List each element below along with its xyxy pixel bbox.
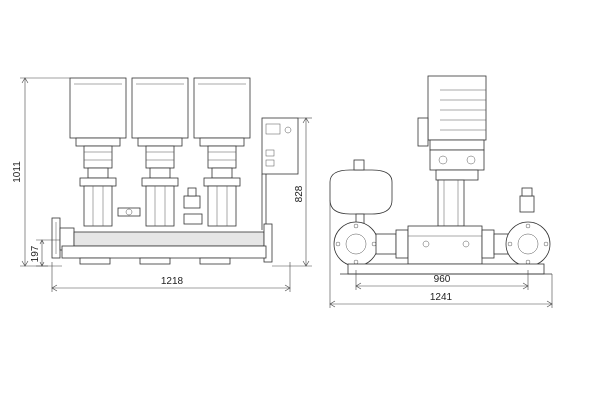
outlet-flange (263, 223, 273, 263)
valve-cluster (117, 187, 203, 225)
inlet-flange (51, 217, 75, 259)
dim-height-828: 828 (272, 117, 312, 267)
diaphragm-tank (329, 159, 393, 225)
dim-label-1218: 1218 (161, 276, 184, 287)
manifold-pipe (73, 231, 265, 247)
base-feet (79, 257, 231, 265)
control-panel (261, 117, 299, 230)
base-frame (61, 245, 267, 259)
side-base-frame (347, 263, 545, 275)
side-pump-column (437, 179, 465, 227)
dim-label-828: 828 (294, 185, 305, 202)
dim-label-1011: 1011 (12, 161, 23, 183)
side-motor (417, 75, 487, 181)
pump-unit-3 (193, 77, 251, 227)
dim-label-1241: 1241 (430, 292, 453, 303)
pump-unit-2 (131, 77, 189, 227)
side-flange-right (505, 187, 551, 267)
dim-label-960: 960 (434, 274, 451, 285)
dim-label-197: 197 (30, 245, 41, 262)
dim-width-960: 960 (355, 270, 529, 290)
dim-width-1241: 1241 (329, 200, 553, 308)
pump-unit-1 (69, 77, 127, 227)
dim-height-197: 197 (30, 239, 60, 267)
side-central-housing (407, 225, 509, 265)
front-view: 1011 197 828 1218 (12, 77, 312, 292)
side-view: 960 1241 (329, 75, 553, 308)
dim-width-1218: 1218 (51, 262, 291, 292)
side-flange-left (333, 221, 409, 267)
